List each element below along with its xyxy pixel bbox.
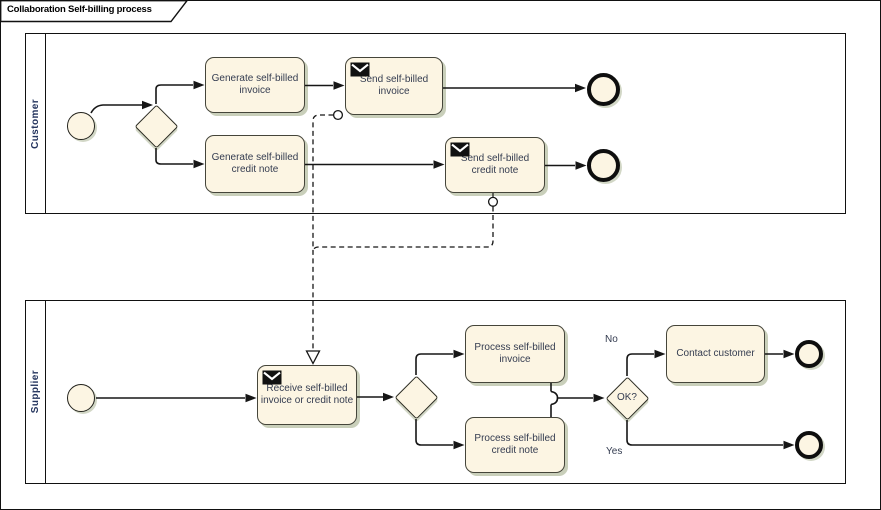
diagram-title-tab: Collaboration Self-billing process [0, 0, 205, 24]
flow-gateway-to-generate-credit-note[interactable] [155, 148, 205, 169]
edge-label-no: No [605, 334, 618, 345]
task-generate-self-billed-credit-note[interactable]: Generate self-billed credit note [205, 135, 305, 193]
end-event-contacted[interactable] [795, 340, 823, 368]
flow-send-credit-note-to-end[interactable] [545, 161, 587, 170]
task-process-self-billed-invoice[interactable]: Process self-billed invoice [465, 325, 565, 383]
task-label: Process self-billed credit note [474, 432, 556, 457]
task-receive-self-billed-invoice-or-credit-note[interactable]: Receive self-billed invoice or credit no… [257, 365, 357, 425]
flow-ok-no-to-contact-customer[interactable] [626, 349, 666, 376]
task-label: Generate self-billed invoice [211, 72, 299, 97]
task-process-self-billed-credit-note[interactable]: Process self-billed credit note [465, 417, 565, 473]
end-event-credit-note-sent[interactable] [586, 148, 620, 182]
flow-generate-invoice-to-send-invoice[interactable] [305, 81, 345, 90]
start-event-customer[interactable] [66, 111, 95, 140]
task-label: Send self-billed credit note [460, 152, 530, 177]
task-label: Generate self-billed credit note [211, 151, 299, 176]
task-send-self-billed-invoice[interactable]: Send self-billed invoice [345, 57, 443, 115]
flow-process-merge-to-ok-gateway[interactable] [550, 383, 605, 417]
title-tab-shape [0, 0, 189, 23]
task-contact-customer[interactable]: Contact customer [666, 325, 765, 383]
flow-gateway-to-process-invoice[interactable] [415, 349, 465, 375]
pool-supplier-label-strip: Supplier [26, 301, 46, 483]
task-label: Receive self-billed invoice or credit no… [260, 382, 354, 407]
message-flow-send-invoice-to-receive[interactable] [305, 109, 344, 365]
task-generate-self-billed-invoice[interactable]: Generate self-billed invoice [205, 57, 305, 113]
flow-contact-customer-to-end[interactable] [765, 349, 795, 359]
edge-label-yes: Yes [606, 446, 623, 457]
task-label: Process self-billed invoice [474, 341, 556, 366]
task-label: Contact customer [676, 347, 755, 359]
message-envelope-icon [350, 62, 370, 77]
message-envelope-icon [262, 370, 282, 385]
gateway-ok-label: OK? [616, 392, 637, 403]
flow-gateway-to-process-credit-note[interactable] [415, 419, 465, 450]
end-event-invoice-sent[interactable] [586, 72, 620, 106]
task-label: Send self-billed invoice [359, 73, 429, 98]
flow-supplier-start-to-receive[interactable] [96, 393, 257, 403]
flow-customer-start-to-gateway[interactable] [90, 100, 153, 114]
pool-customer-label-strip: Customer [26, 34, 46, 213]
flow-receive-to-gateway[interactable] [357, 392, 394, 402]
flow-generate-credit-note-to-send-credit-note[interactable] [305, 160, 445, 169]
end-event-ok[interactable] [795, 431, 823, 459]
flow-gateway-to-generate-invoice[interactable] [155, 80, 205, 104]
start-event-supplier[interactable] [66, 383, 95, 412]
flow-send-invoice-to-end[interactable] [443, 83, 586, 93]
task-send-self-billed-credit-note[interactable]: Send self-billed credit note [445, 137, 545, 193]
diagram-title: Collaboration Self-billing process [7, 4, 152, 15]
flow-ok-yes-to-end[interactable] [626, 420, 795, 450]
message-envelope-icon [450, 142, 470, 157]
message-flow-send-credit-note-to-receive[interactable] [312, 193, 499, 253]
